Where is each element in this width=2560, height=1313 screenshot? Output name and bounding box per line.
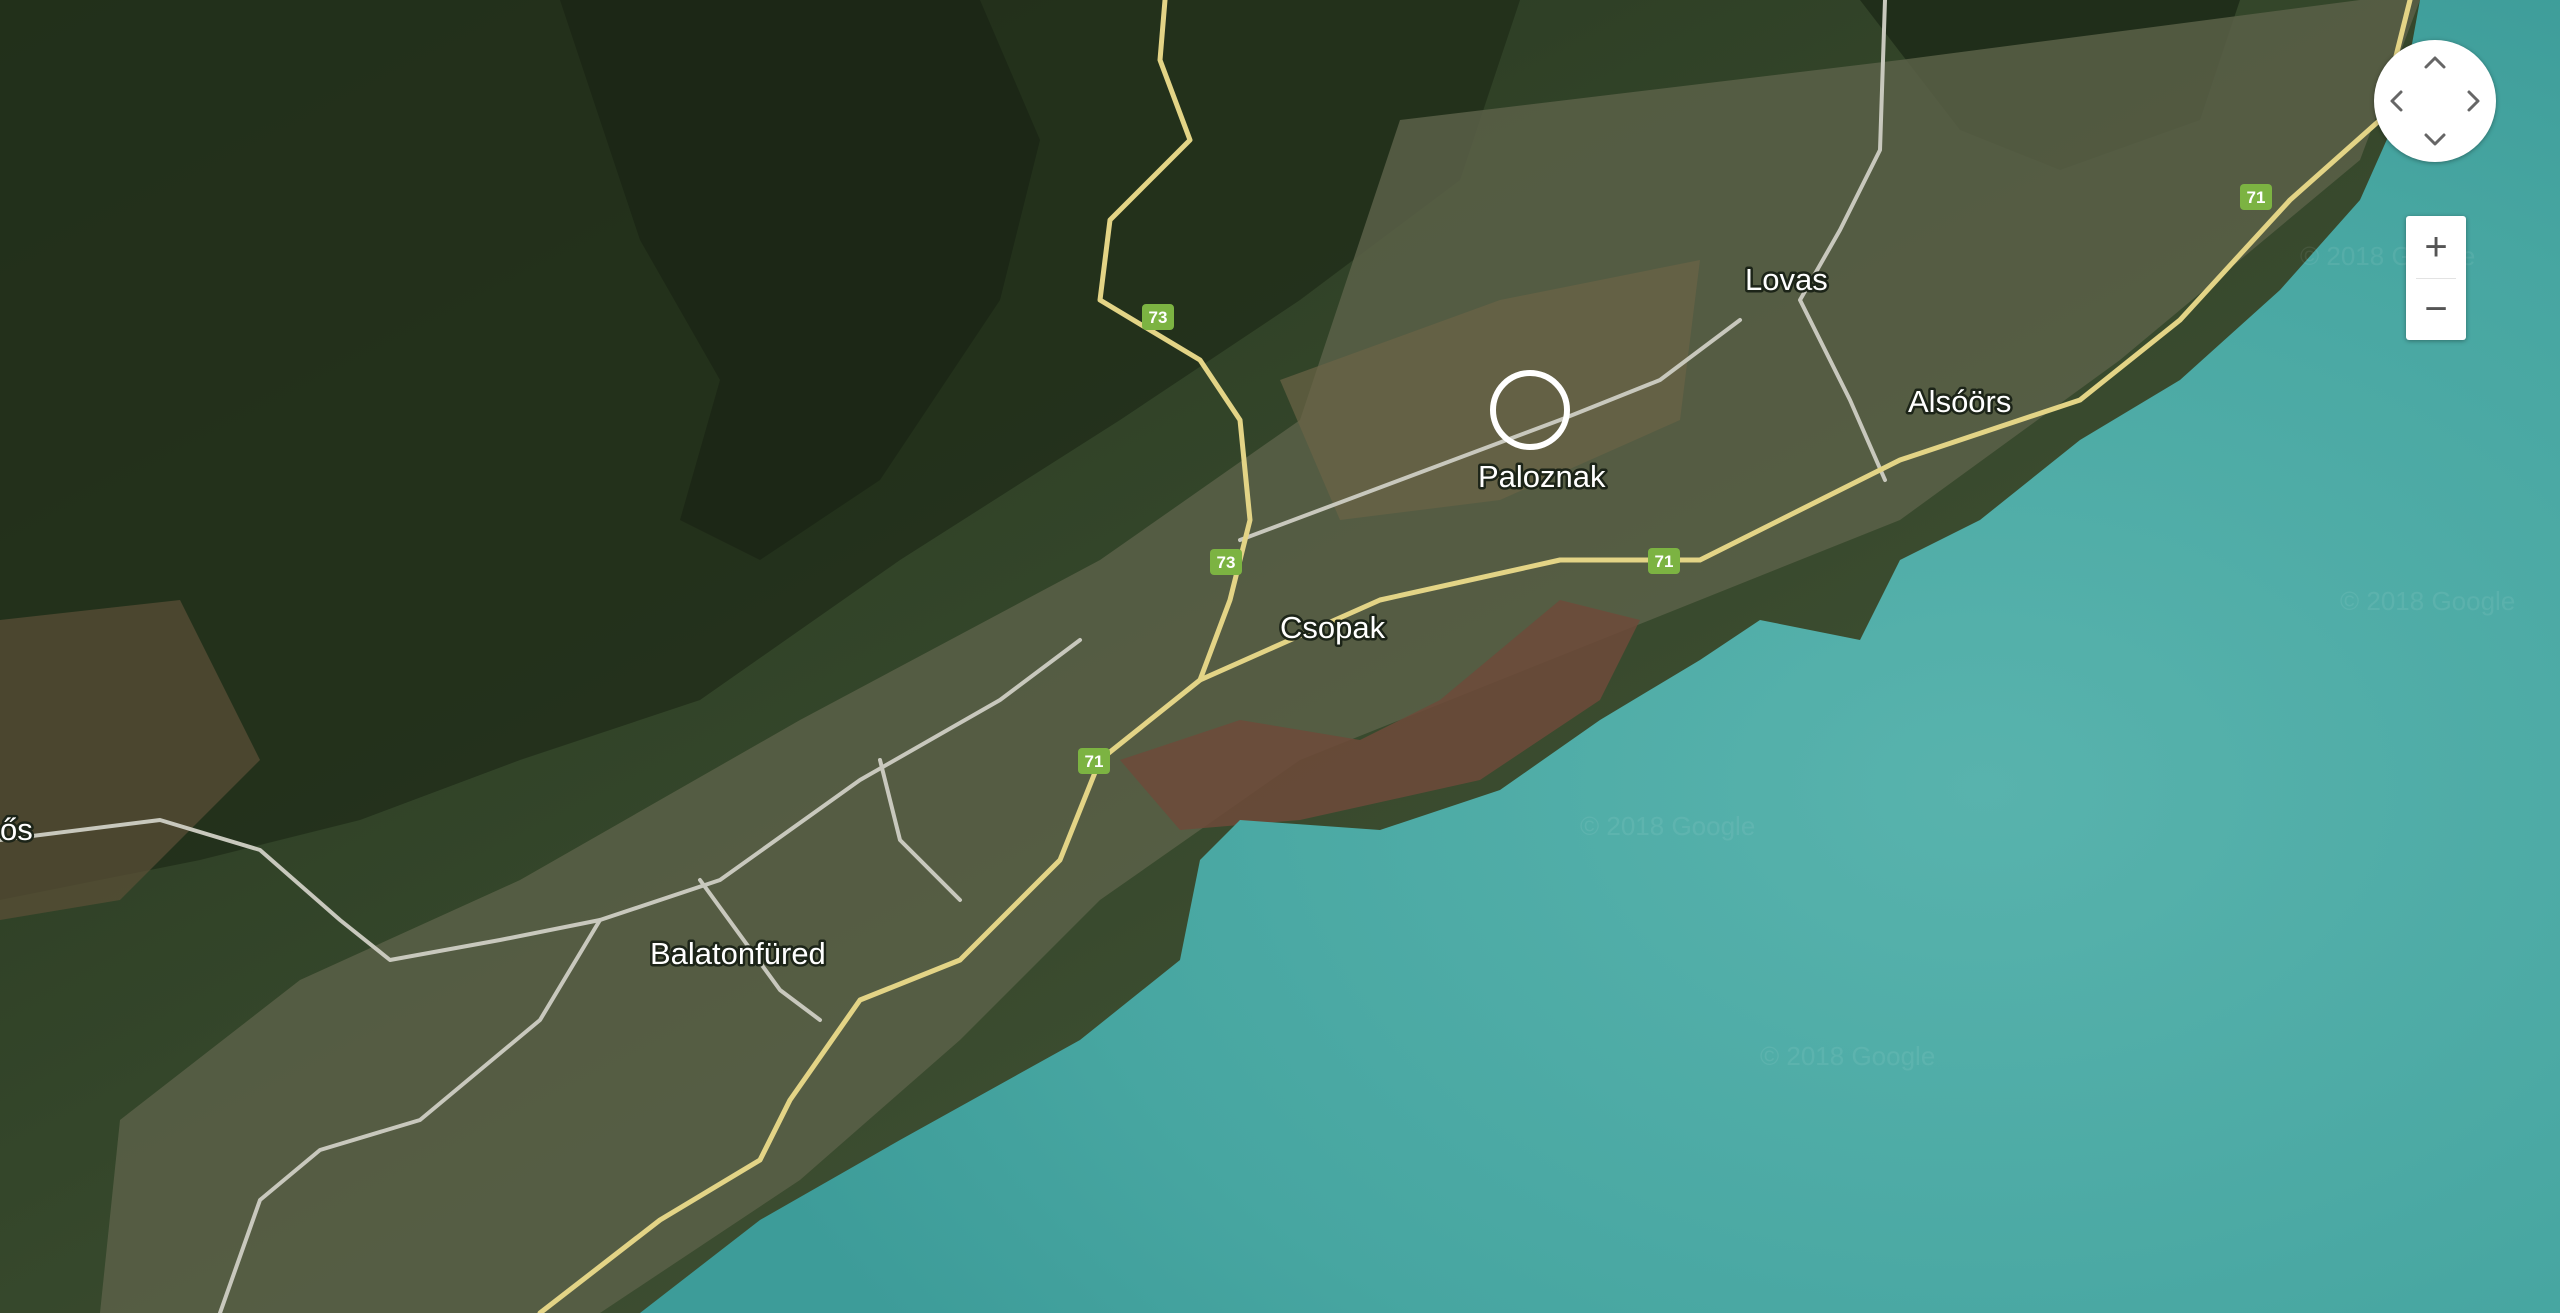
road-shield-73: 73: [1142, 304, 1174, 330]
road-shield-71: 71: [1648, 548, 1680, 574]
map-watermark: © 2018 Google: [1580, 811, 1755, 841]
shore-wetland: [1120, 600, 1640, 830]
place-label-csopak[interactable]: Csopak: [1278, 608, 1389, 648]
shield-label: 71: [1655, 552, 1674, 571]
place-label-balatonfured[interactable]: Balatonfüred: [648, 934, 829, 974]
lake-balaton: [640, 0, 2560, 1313]
place-label-alsoors[interactable]: Alsóörs: [1906, 382, 2014, 422]
settlement-belt: [100, 0, 2420, 1313]
zoom-control: + −: [2406, 216, 2466, 340]
road-shield-71: 71: [2240, 184, 2272, 210]
place-label-paloznak[interactable]: Paloznak: [1476, 457, 1609, 497]
highlight-circle: [1490, 370, 1570, 450]
road-71: [537, 0, 2413, 1313]
chevron-down-icon[interactable]: [2421, 126, 2449, 154]
chevron-right-icon[interactable]: [2460, 87, 2488, 115]
road-shield-73: 73: [1210, 549, 1242, 575]
chevron-up-icon[interactable]: [2421, 48, 2449, 76]
shield-label: 71: [2247, 188, 2266, 207]
farmland-west: [0, 600, 260, 920]
shield-label: 71: [1085, 752, 1104, 771]
shield-label: 73: [1149, 308, 1168, 327]
chevron-left-icon[interactable]: [2382, 87, 2410, 115]
map-watermark: © 2018 Google: [1760, 1041, 1935, 1071]
place-label-partial[interactable]: ős: [0, 810, 35, 850]
road-shield-71: 71: [1078, 748, 1110, 774]
farmland-patches: [1280, 260, 1700, 520]
shield-label: 73: [1217, 553, 1236, 572]
forest-ridge: [560, 0, 1040, 560]
pan-control[interactable]: [2374, 40, 2496, 162]
place-label-lovas[interactable]: Lovas: [1743, 260, 1831, 300]
map-watermark: © 2018 Google: [2340, 586, 2515, 616]
zoom-in-button[interactable]: +: [2424, 224, 2448, 269]
zoom-divider: [2416, 278, 2456, 279]
minor-roads: [0, 0, 1887, 1313]
zoom-out-button[interactable]: −: [2424, 286, 2448, 331]
